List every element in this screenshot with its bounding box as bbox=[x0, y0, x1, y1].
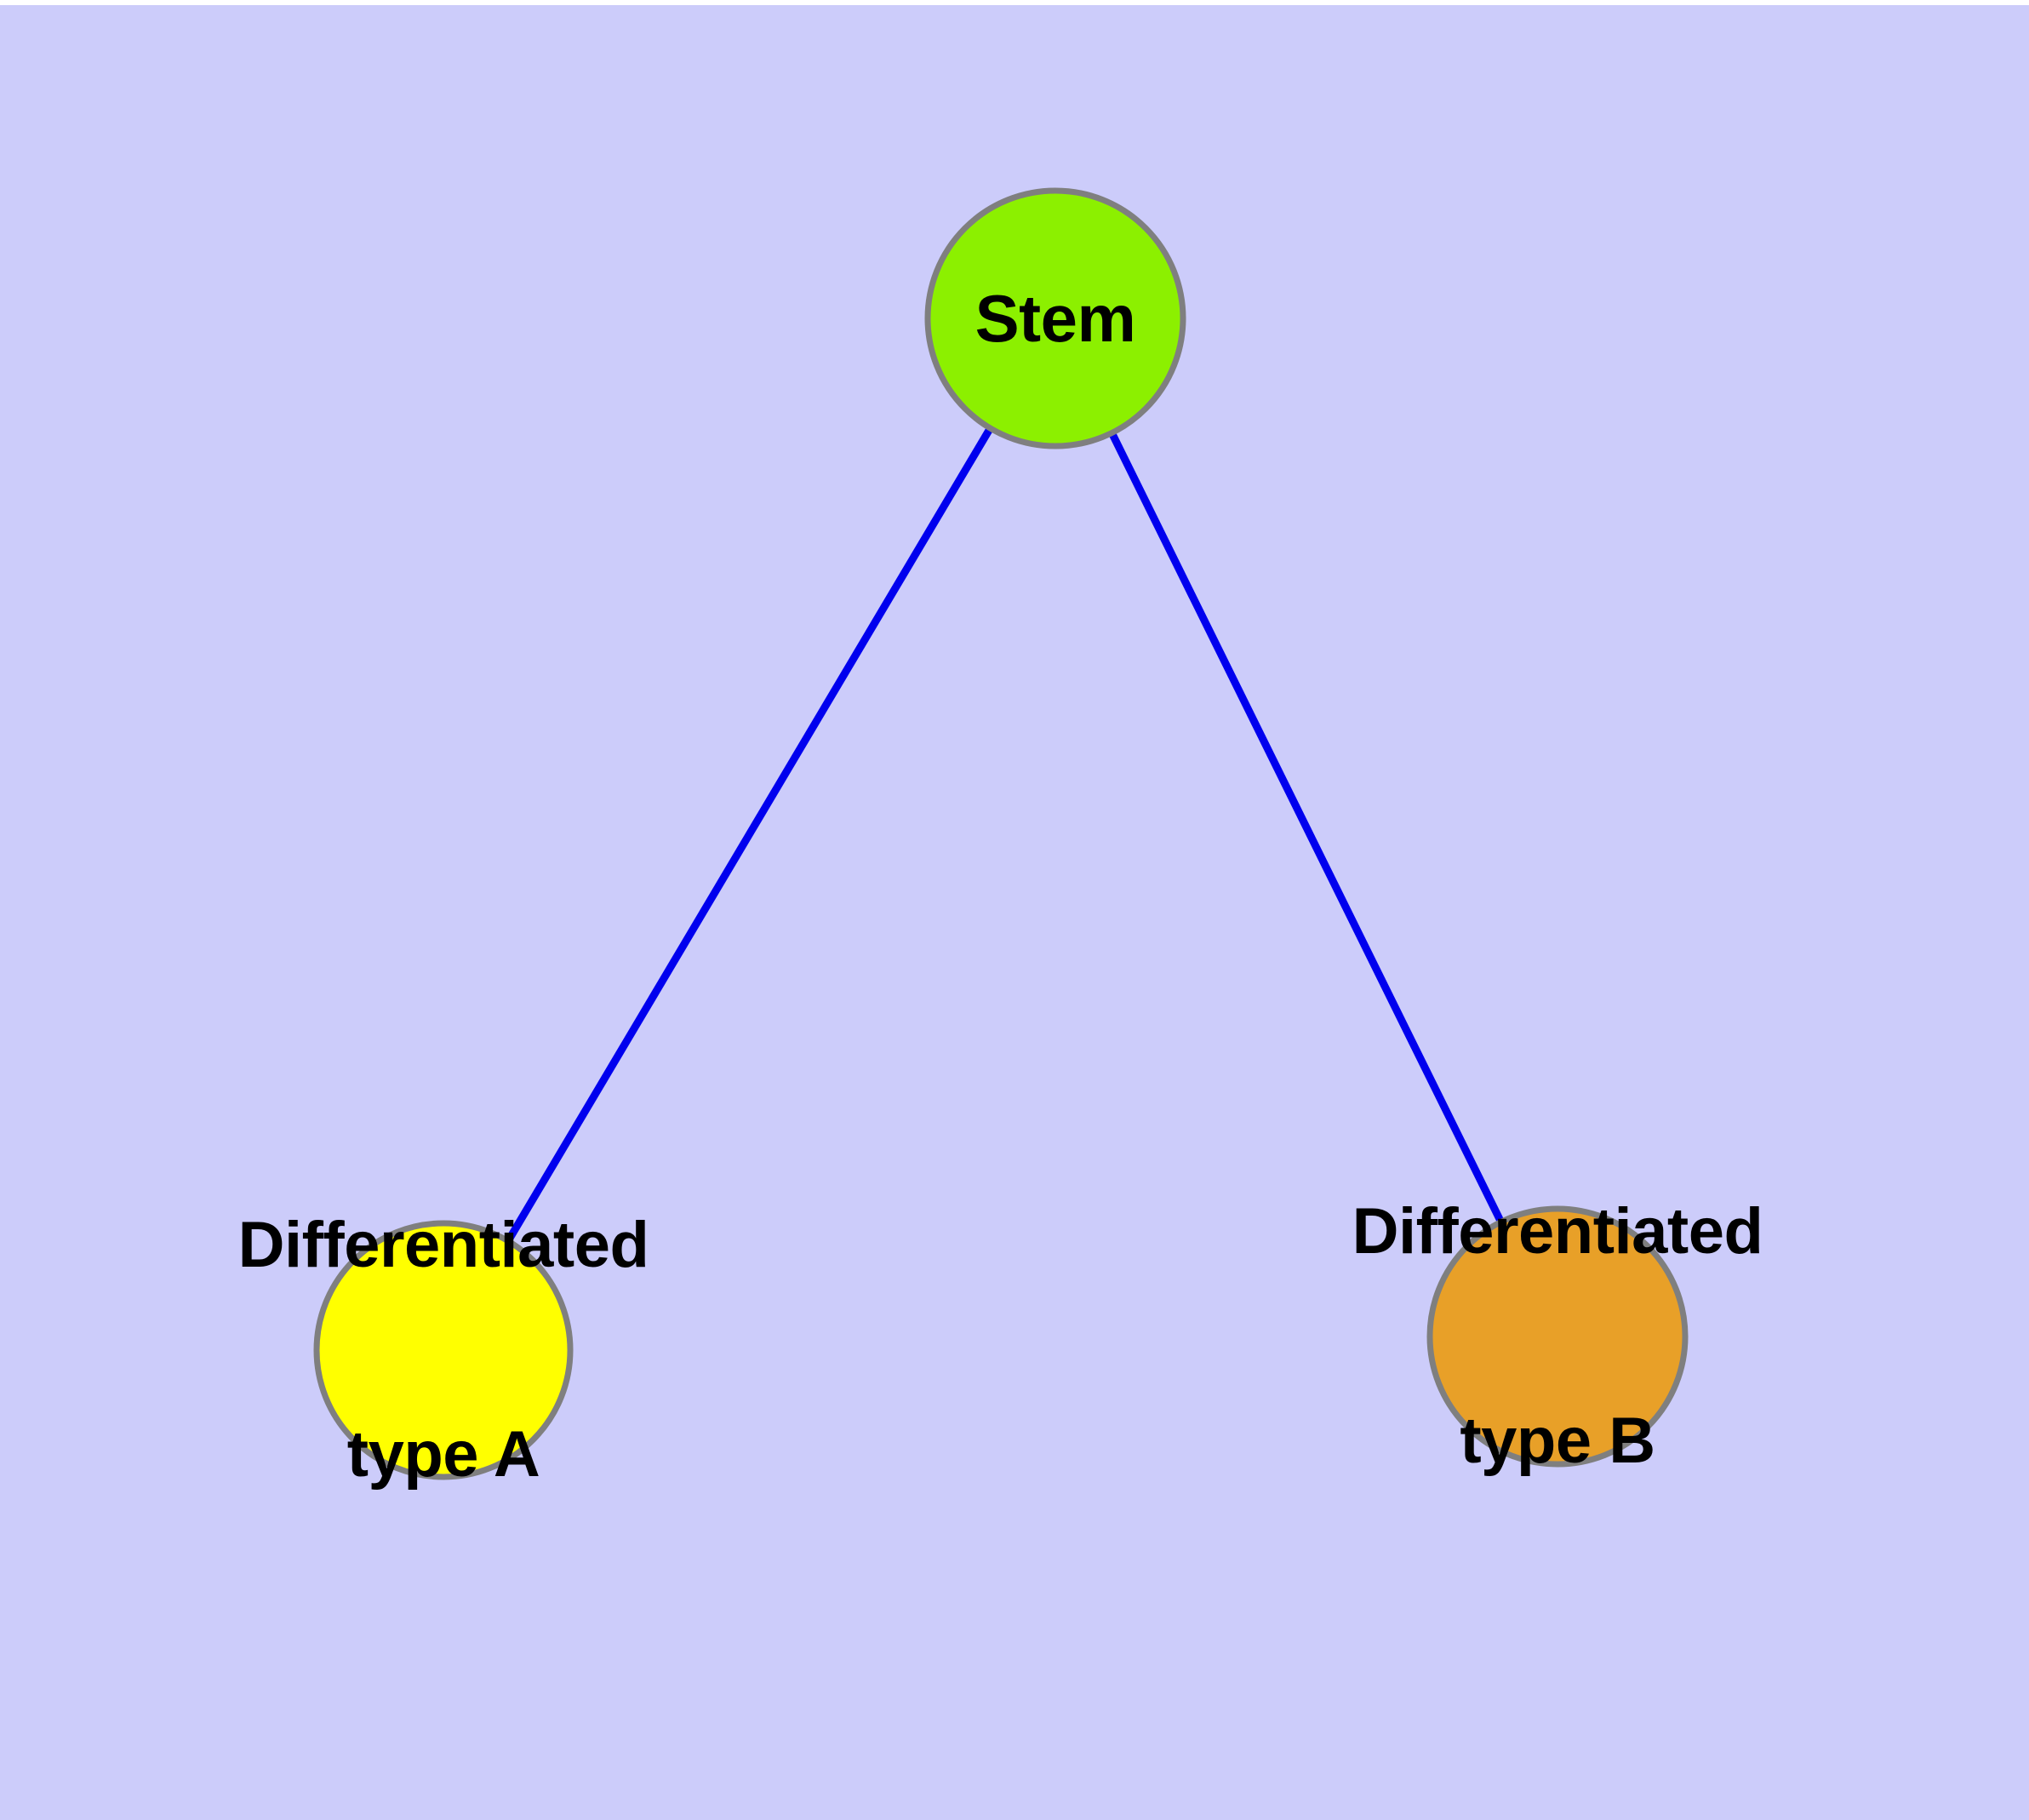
edge-layer bbox=[440, 316, 1562, 1353]
edge-stem-to-diff-b bbox=[1051, 317, 1562, 1338]
node-diff-a-circle[interactable] bbox=[313, 1220, 574, 1480]
node-layer bbox=[313, 187, 1689, 1480]
edge-stem-to-diff-a bbox=[440, 316, 1059, 1353]
node-diff-b-circle[interactable] bbox=[1426, 1205, 1689, 1468]
node-stem-circle[interactable] bbox=[924, 187, 1186, 449]
